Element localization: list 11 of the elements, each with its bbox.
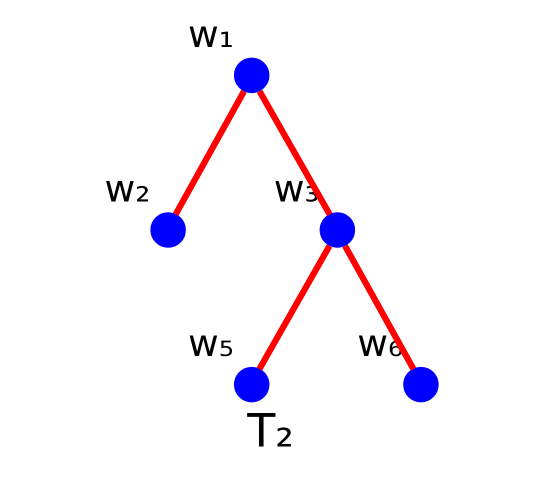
node-label: w₂ — [104, 166, 150, 211]
node-circle — [402, 366, 438, 402]
node-circle — [233, 58, 269, 94]
connector — [172, 90, 246, 216]
node-circle — [233, 366, 269, 402]
node-circle — [150, 212, 186, 248]
node-label: w₅ — [188, 321, 234, 366]
connector — [256, 244, 332, 371]
node-label: w₁ — [188, 12, 234, 56]
caption: T₂ — [246, 403, 294, 458]
node-circle — [319, 212, 355, 248]
